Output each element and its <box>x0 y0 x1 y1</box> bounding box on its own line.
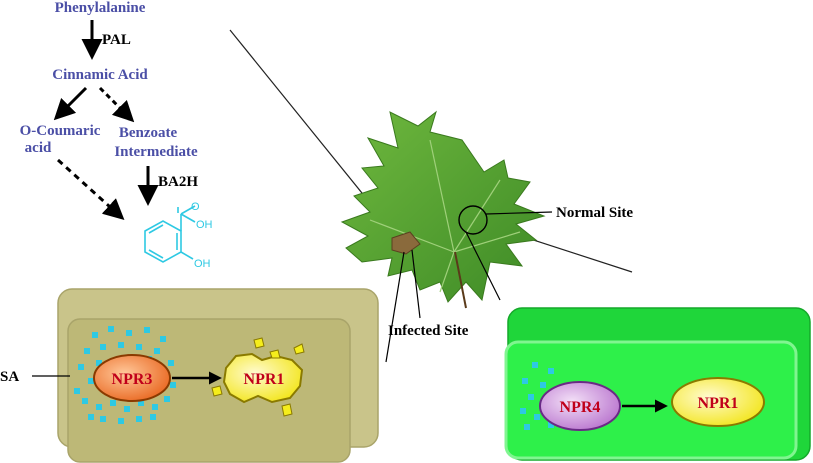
npr1-degraded-protein <box>222 352 304 404</box>
ba2h-enzyme-label: BA2H <box>158 174 198 190</box>
normal-site-circle <box>458 205 488 235</box>
sa-oh-label-top: OH <box>196 219 213 231</box>
npr4-label: NPR4 <box>560 399 601 416</box>
benzoate-label-line2: Intermediate <box>114 144 198 160</box>
sa-oxygen-label: O <box>191 201 200 213</box>
normal-site-pointer <box>485 211 553 215</box>
normal-cell: NPR4 NPR1 <box>504 307 811 461</box>
npr3-protein <box>93 354 171 402</box>
to-sa-dashed-arrow <box>56 158 125 221</box>
infected-site-pointer <box>411 249 421 319</box>
phenylalanine-label: Phenylalanine <box>55 0 146 16</box>
infected-site-drop-line <box>385 251 405 363</box>
npr1-label-infected: NPR1 <box>244 371 285 388</box>
infected-cell: NPR3 NPR1 <box>32 288 379 463</box>
infected-patch <box>391 231 421 255</box>
normal-site-drop-line <box>465 231 501 301</box>
npr1-fragments <box>211 337 305 417</box>
npr1-label-normal: NPR1 <box>698 395 739 412</box>
pal-enzyme-label: PAL <box>102 32 131 48</box>
normal-site-label: Normal Site <box>556 205 633 221</box>
o-coumaric-label-line2: acid <box>25 140 52 156</box>
cinnamic-acid-label: Cinnamic Acid <box>52 67 148 83</box>
leaf-stem <box>454 251 467 309</box>
salicylic-acid-structure <box>144 205 196 263</box>
to-o-coumaric-arrow <box>53 86 88 121</box>
sa-label: SA <box>0 369 19 385</box>
sa-molecule-dots-normal <box>520 362 554 430</box>
to-benzoate-dashed-arrow <box>98 86 135 123</box>
o-coumaric-label-line1: O-Coumaric <box>20 123 101 139</box>
leaf-illustration <box>229 29 633 363</box>
benzoate-label-line1: Benzoate <box>119 125 178 141</box>
infected-site-label: Infected Site <box>388 323 469 339</box>
maple-leaf <box>340 110 546 303</box>
npr4-protein <box>539 381 621 431</box>
npr3-label: NPR3 <box>112 371 153 388</box>
sa-molecule-dots <box>74 326 176 424</box>
npr1-protein-normal <box>671 377 765 427</box>
sa-biosynthesis-pathway: Phenylalanine PAL Cinnamic Acid O-Coumar… <box>20 0 213 270</box>
sa-oh-label-bottom: OH <box>194 258 211 270</box>
